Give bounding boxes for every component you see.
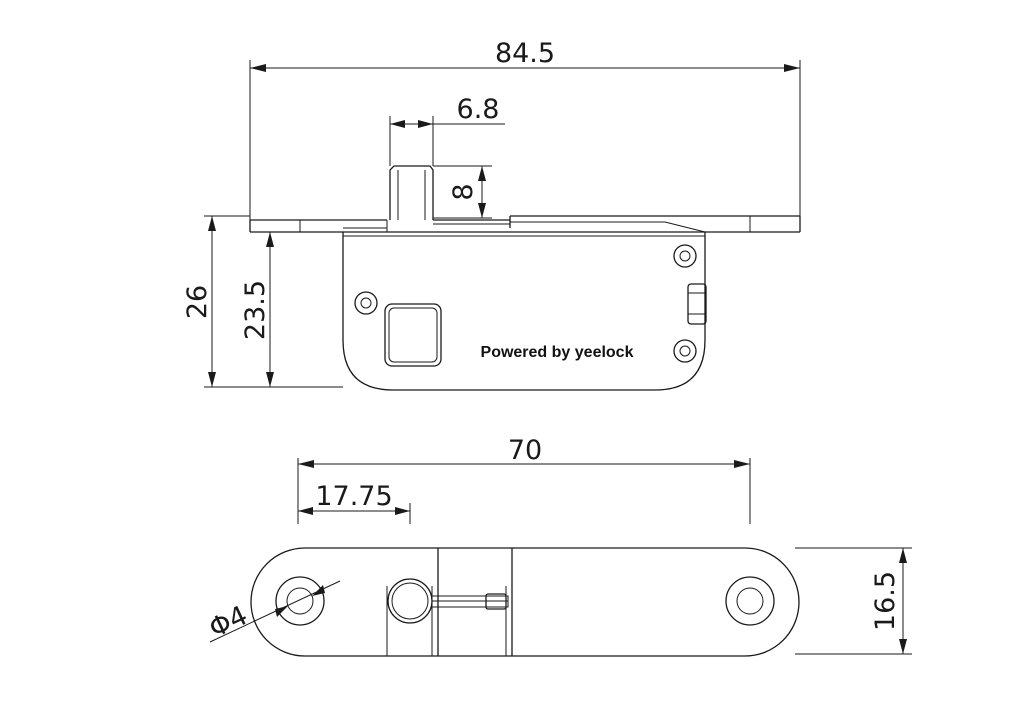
dim-label-width: 84.5 <box>495 38 555 69</box>
bottom-hole-right <box>725 576 775 626</box>
dim-label-tab-width: 6.8 <box>457 94 500 125</box>
dim-front-total-height: 26 <box>182 215 343 388</box>
bottom-view <box>250 547 800 657</box>
front-top-plate <box>249 215 801 233</box>
dim-label-body-height: 23.5 <box>240 280 271 340</box>
bottom-bolt <box>387 578 509 624</box>
front-screw-hole-bottom-right <box>673 339 697 363</box>
brand-text: Powered by yeelock <box>481 344 634 361</box>
dim-front-tab-width: 6.8 <box>389 94 505 166</box>
bottom-hole-left <box>275 576 325 626</box>
front-square-button <box>384 303 442 367</box>
dim-front-body-height: 23.5 <box>240 231 300 387</box>
dim-bottom-hole-diameter: Φ4 <box>204 580 341 644</box>
dim-label-height: 16.5 <box>870 571 901 631</box>
dim-front-tab-height: 8 <box>433 165 492 219</box>
dim-label-tab-height: 8 <box>448 183 479 200</box>
bottom-center-block <box>386 548 513 656</box>
dim-label-hole-span: 70 <box>508 435 542 466</box>
front-screw-hole-left <box>354 291 378 315</box>
front-screw-hole-top-right <box>673 244 697 268</box>
dim-label-offset: 17.75 <box>315 481 392 512</box>
dim-label-total-height: 26 <box>182 285 213 319</box>
dim-label-hole-diameter: Φ4 <box>204 600 252 644</box>
front-lock-body <box>342 231 706 391</box>
front-view: Powered by yeelock <box>249 165 801 391</box>
dim-bottom-height: 16.5 <box>795 547 912 655</box>
dim-front-width: 84.5 <box>249 38 801 220</box>
front-tab <box>389 165 434 220</box>
bottom-outline <box>250 547 800 657</box>
dim-bottom-offset: 17.75 <box>298 481 411 524</box>
front-side-latch <box>687 283 707 325</box>
dim-bottom-hole-span: 70 <box>297 435 751 524</box>
